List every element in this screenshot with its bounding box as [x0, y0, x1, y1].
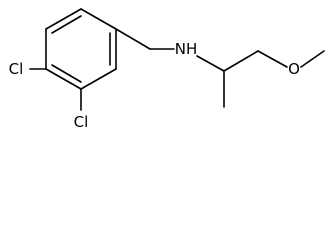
ring-double-bond [51, 15, 82, 34]
ring-bond [80, 8, 117, 30]
structure-diagram: Cl Cl NH O [9, 8, 325, 131]
o-to-methyl-bond [300, 50, 325, 68]
ring-bond [45, 68, 82, 90]
ring-to-ch2-bond [115, 28, 151, 50]
ch-to-ch2-bond [223, 50, 259, 72]
oxygen-label: O [288, 60, 300, 78]
ring-bond [80, 68, 117, 90]
molecule-svg: Cl Cl NH O [9, 8, 325, 131]
chlorine-label-bottom: Cl [74, 113, 89, 131]
ring-double-bond [51, 64, 82, 83]
amine-label: NH [175, 40, 198, 58]
benzene-ring [45, 8, 117, 90]
chlorine-label-top: Cl [9, 60, 24, 78]
ch2-to-o-bond [257, 50, 288, 68]
ring-bond [45, 8, 82, 30]
n-to-ch-bond [196, 55, 225, 72]
